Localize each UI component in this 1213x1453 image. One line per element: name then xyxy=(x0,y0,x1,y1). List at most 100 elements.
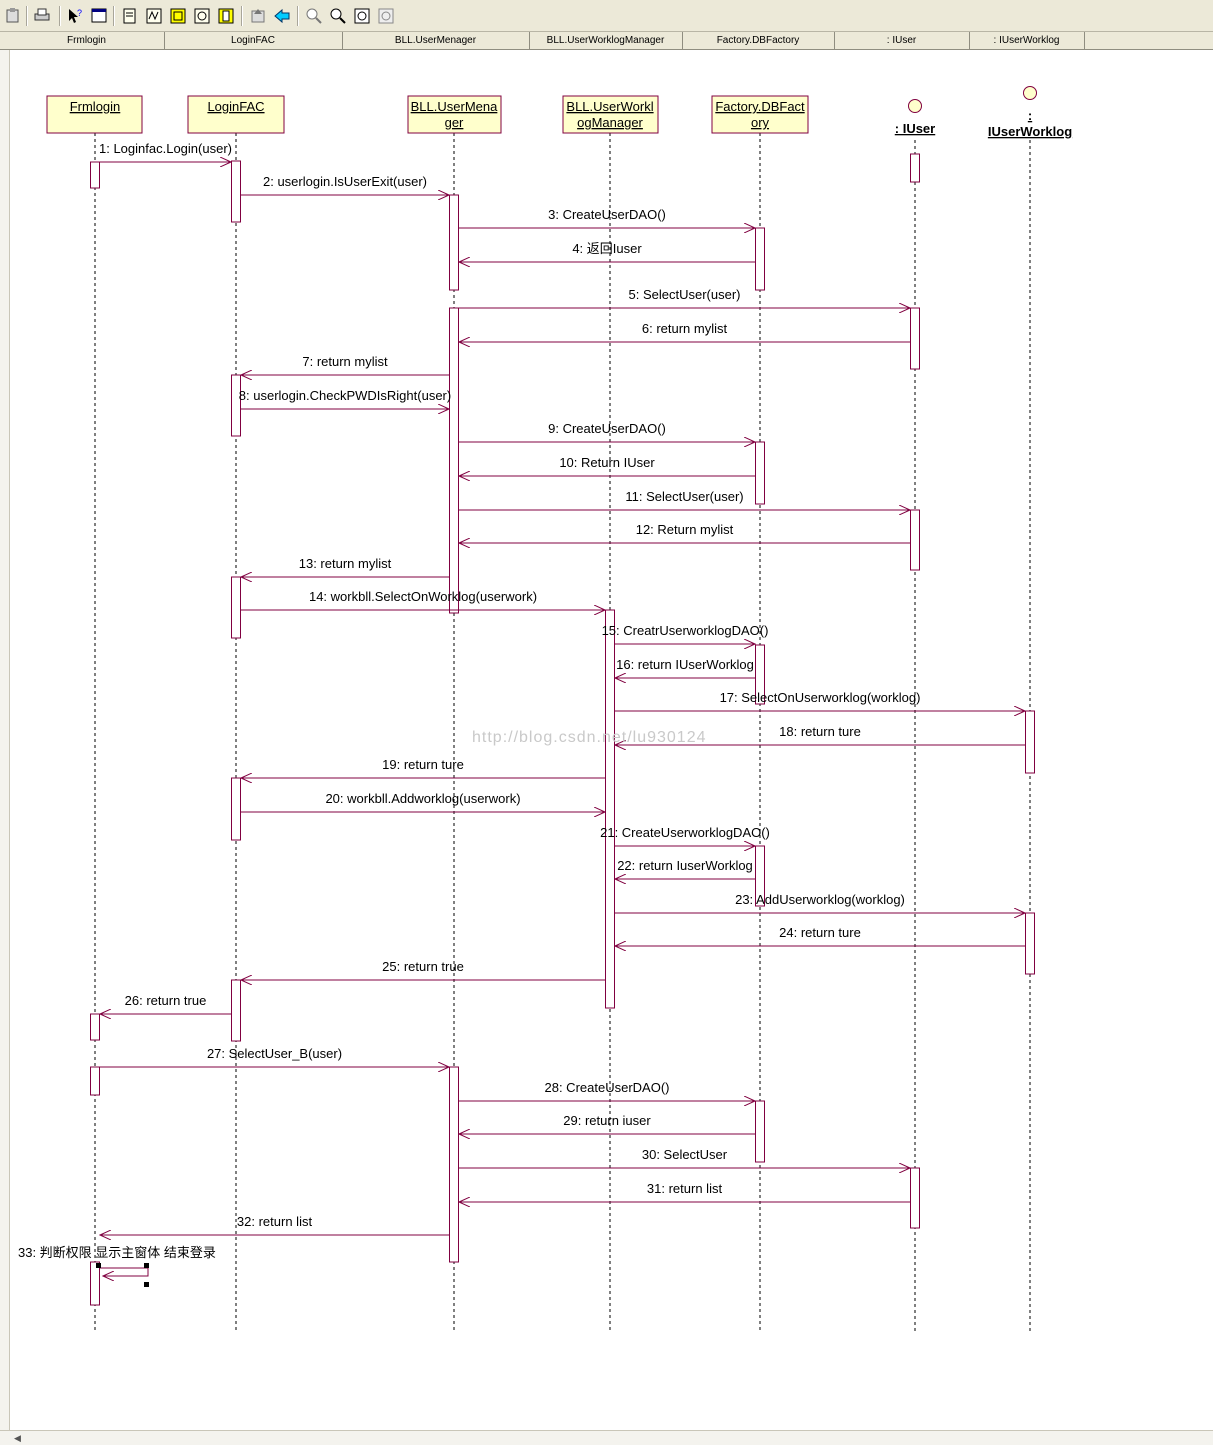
window-icon xyxy=(91,8,107,23)
document-button[interactable] xyxy=(121,7,139,25)
message-arrow-33[interactable] xyxy=(100,1267,149,1276)
activation-bar-um xyxy=(449,307,459,614)
toolbar-separator xyxy=(297,6,299,26)
object-label-um: ger xyxy=(445,115,464,130)
object-box-wm[interactable] xyxy=(562,95,659,134)
message-label-6: 6: return mylist xyxy=(642,321,728,336)
messages-layer: 1: Loginfac.Login(user)2: userlogin.IsUs… xyxy=(18,141,1025,1287)
zoom-out-icon xyxy=(330,8,346,24)
message-label-23: 23: AddUserworklog(worklog) xyxy=(735,892,905,907)
clipboard-button[interactable] xyxy=(4,7,22,25)
message-label-14: 14: workbll.SelectOnWorklog(userwork) xyxy=(309,589,537,604)
message-label-2: 2: userlogin.IsUserExit(user) xyxy=(263,174,427,189)
message-label-10: 10: Return IUser xyxy=(559,455,655,470)
fit-window-icon xyxy=(354,8,370,24)
activation-bar-iu xyxy=(910,307,920,370)
object-label-iw: IUserWorklog xyxy=(988,124,1072,139)
message-label-30: 30: SelectUser xyxy=(642,1147,728,1162)
import-button[interactable] xyxy=(169,7,187,25)
header-column-1[interactable]: LoginFAC xyxy=(164,32,343,49)
message-label-29: 29: return iuser xyxy=(563,1113,651,1128)
window-button[interactable] xyxy=(90,7,108,25)
vertical-scrollbar[interactable] xyxy=(0,50,10,1430)
activation-bar-iu xyxy=(910,1167,920,1229)
activation-bar-wm xyxy=(605,609,615,1009)
pointer-help-button[interactable]: ? xyxy=(66,7,84,25)
toolbar-separator xyxy=(26,6,28,26)
activation-bar-frm xyxy=(90,1013,100,1041)
message-label-7: 7: return mylist xyxy=(302,354,388,369)
message-label-33: 33: 判断权限 显示主窗体 结束登录 xyxy=(18,1245,216,1260)
interface-icon xyxy=(1023,86,1037,100)
message-label-15: 15: CreatrUserworklogDAO() xyxy=(602,623,769,638)
message-label-4: 4: 返回Iuser xyxy=(572,241,642,256)
message-label-18: 18: return ture xyxy=(779,724,861,739)
export-icon xyxy=(194,8,210,24)
browse-button[interactable] xyxy=(145,7,163,25)
activation-bar-fac xyxy=(231,160,241,223)
header-column-3[interactable]: BLL.UserWorklogManager xyxy=(529,32,683,49)
clipboard-icon xyxy=(6,8,19,23)
activation-bar-dbf xyxy=(755,1100,765,1163)
header-column-0[interactable]: Frmlogin xyxy=(9,32,165,49)
export-button[interactable] xyxy=(193,7,211,25)
report-icon xyxy=(218,8,234,24)
selection-handle[interactable] xyxy=(96,1263,101,1268)
print-button[interactable] xyxy=(33,7,51,25)
activation-bar-frm xyxy=(90,161,100,189)
header-column-6[interactable]: : IUserWorklog xyxy=(969,32,1085,49)
message-label-25: 25: return true xyxy=(382,959,464,974)
toolbar-separator xyxy=(59,6,61,26)
pointer-help-icon: ? xyxy=(69,8,82,23)
interface-icon xyxy=(908,99,922,113)
header-column-4[interactable]: Factory.DBFactory xyxy=(682,32,835,49)
undo-fit-icon xyxy=(378,8,394,24)
message-label-24: 24: return ture xyxy=(779,925,861,940)
message-label-12: 12: Return mylist xyxy=(636,522,734,537)
go-up-button[interactable] xyxy=(249,7,267,25)
horizontal-scrollbar[interactable]: ◀ xyxy=(0,1430,1213,1445)
selection-handle[interactable] xyxy=(144,1263,149,1268)
scroll-left-arrow-icon[interactable]: ◀ xyxy=(14,1433,21,1443)
object-box-frm[interactable] xyxy=(46,95,143,134)
toolbar-separator xyxy=(241,6,243,26)
activation-bar-fac xyxy=(231,777,241,841)
message-label-19: 19: return ture xyxy=(382,757,464,772)
message-label-20: 20: workbll.Addworklog(userwork) xyxy=(325,791,520,806)
message-label-26: 26: return true xyxy=(125,993,207,1008)
object-box-dbf[interactable] xyxy=(711,95,809,134)
activation-bar-iw xyxy=(1025,912,1035,975)
header-column-2[interactable]: BLL.UserMenager xyxy=(342,32,530,49)
zoom-in-button[interactable] xyxy=(305,7,323,25)
fit-window-button[interactable] xyxy=(353,7,371,25)
document-icon xyxy=(123,8,136,24)
message-label-22: 22: return IuserWorklog xyxy=(617,858,753,873)
message-label-28: 28: CreateUserDAO() xyxy=(545,1080,670,1095)
message-label-17: 17: SelectOnUserworklog(worklog) xyxy=(720,690,921,705)
message-label-5: 5: SelectUser(user) xyxy=(629,287,741,302)
object-label-dbf: ory xyxy=(751,115,770,130)
selection-handle[interactable] xyxy=(144,1282,149,1287)
zoom-out-button[interactable] xyxy=(329,7,347,25)
report-button[interactable] xyxy=(217,7,235,25)
object-label-dbf: Factory.DBFact xyxy=(715,99,805,114)
back-arrow-icon xyxy=(274,8,290,24)
print-icon xyxy=(34,8,50,21)
message-label-32: 32: return list xyxy=(237,1214,313,1229)
header-column-5[interactable]: : IUser xyxy=(834,32,970,49)
undo-fit-button[interactable] xyxy=(377,7,395,25)
activation-bar-dbf xyxy=(755,845,765,907)
message-label-3: 3: CreateUserDAO() xyxy=(548,207,666,222)
browse-icon xyxy=(146,8,162,24)
message-label-31: 31: return list xyxy=(647,1181,723,1196)
object-box-fac[interactable] xyxy=(187,95,285,134)
zoom-in-icon xyxy=(306,8,322,24)
sequence-diagram-canvas[interactable]: 1: Loginfac.Login(user)2: userlogin.IsUs… xyxy=(10,50,1210,1430)
activation-bar-iw xyxy=(1025,710,1035,774)
message-label-16: 16: return IUserWorklog xyxy=(616,657,754,672)
object-label-um: BLL.UserMena xyxy=(411,99,498,114)
object-box-um[interactable] xyxy=(407,95,502,134)
back-arrow-button[interactable] xyxy=(273,7,291,25)
message-label-27: 27: SelectUser_B(user) xyxy=(207,1046,342,1061)
